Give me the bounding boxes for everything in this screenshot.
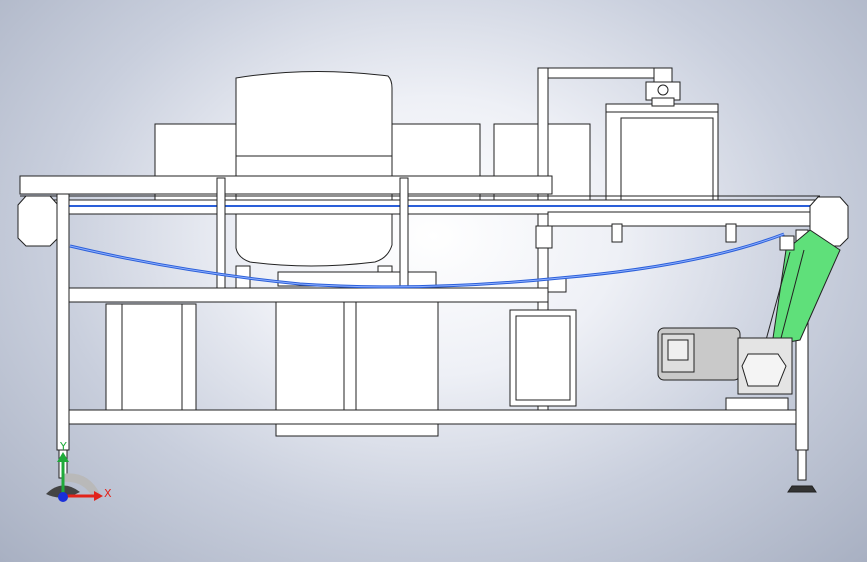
right-foot-screw	[797, 449, 807, 481]
hanger-bracket-2	[399, 177, 409, 289]
top-rail	[19, 175, 553, 195]
center-divider	[343, 301, 357, 411]
coordinate-triad: Y X	[46, 440, 112, 502]
bottom-rail	[67, 409, 801, 425]
overhead-arm	[537, 67, 663, 79]
lower-cabinet-left-panel	[121, 303, 183, 411]
triad-y-arrow-icon	[57, 452, 69, 462]
top-motor-flange	[651, 97, 675, 107]
triad-z-axis	[58, 492, 68, 502]
bracket-plate	[535, 225, 553, 249]
hanger-bracket-1	[216, 177, 226, 289]
right-end-pulley	[809, 196, 849, 247]
belt-guard-line-2	[779, 249, 805, 343]
blue-hose-inner	[69, 233, 785, 288]
incline-belt	[771, 229, 841, 346]
top-motor-body	[653, 67, 673, 83]
bracket-clip-2	[725, 223, 737, 243]
belt-guard-line-1	[765, 251, 791, 341]
triad-x-arrow-icon	[94, 491, 103, 501]
middle-shelf	[67, 287, 549, 303]
conveyor-right-segment	[547, 211, 811, 227]
left-end-pulley	[17, 195, 59, 247]
bracket-clip-1	[611, 223, 623, 243]
hopper-tank	[235, 70, 393, 267]
gearbox-face-icon	[741, 353, 787, 387]
lower-cabinet-middle	[275, 301, 439, 411]
motor-terminal-box	[667, 339, 689, 361]
control-box-frame	[515, 315, 571, 401]
top-motor-shaft-icon	[657, 84, 669, 96]
triad-y-label: Y	[59, 440, 67, 453]
right-foot-pad	[787, 485, 817, 493]
left-leg	[56, 193, 70, 451]
rear-cabinet-panel	[620, 117, 714, 201]
triad-x-label: X	[104, 487, 112, 500]
triad-base-ring	[62, 473, 100, 496]
gearbox-base	[725, 397, 789, 411]
incline-bracket	[779, 235, 795, 251]
bottom-drip-tray	[275, 423, 439, 437]
